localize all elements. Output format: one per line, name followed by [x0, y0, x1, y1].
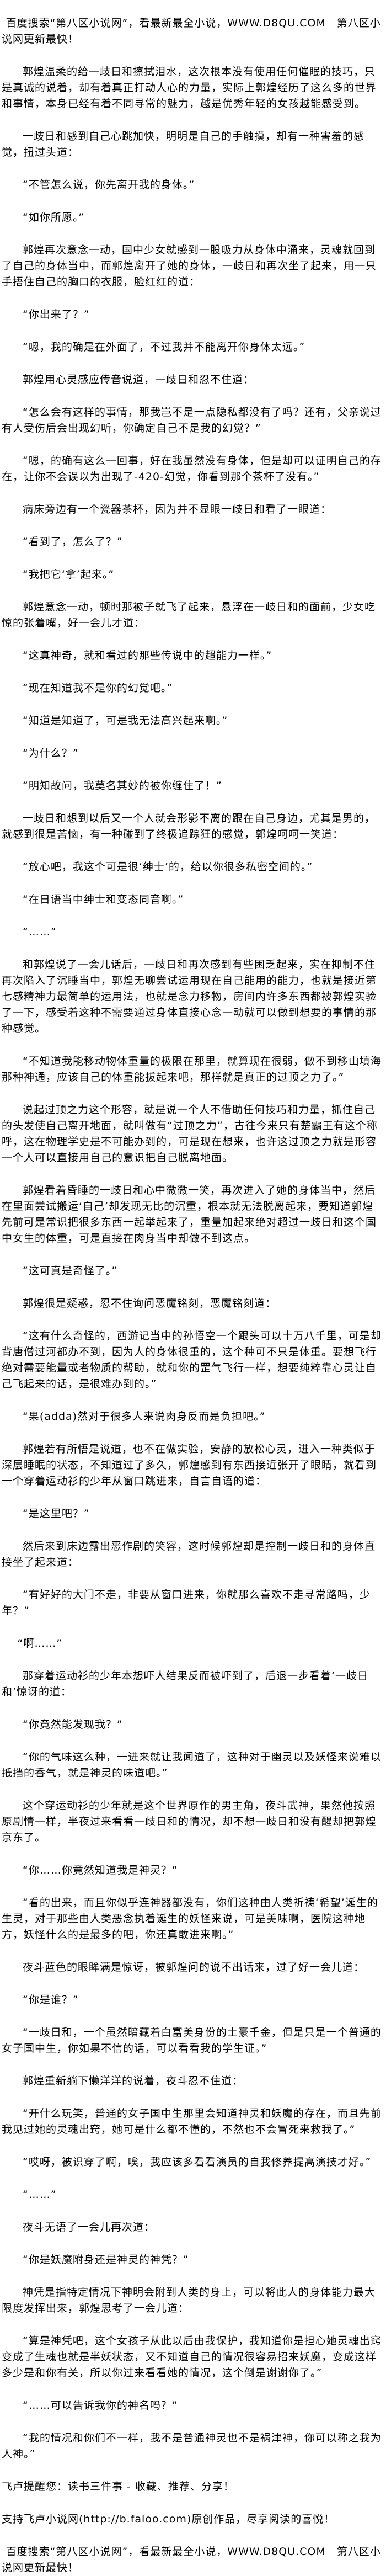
site-banner-top: 百度搜索“第八区小说网”，看最新最全小说，WWW.D8QU.COM 第八区小说网… — [2, 17, 381, 45]
story-paragraph: “你出来了？” — [23, 308, 90, 321]
story-paragraph: “算是神凭吧，这个女孩子从此以后由我保护，我知道你是担心她灵魂出窍变成了生魂也就… — [2, 2335, 382, 2379]
story-paragraph: “哎呀，被识穿了啊，唉，我应该多看看演员的自我修养提高演技才好。” — [23, 2156, 372, 2168]
story-paragraph: “嗯，的确有这么一回事，好在我虽然没有身体，但是却可以证明自己的存在，让你不会误… — [2, 455, 382, 483]
story-paragraph: 夜斗无语了一会儿再次道： — [23, 2221, 156, 2233]
site-banner-bottom: 百度搜索“第八区小说网”，看最新最全小说，WWW.D8QU.COM 第八区小说网… — [2, 2546, 381, 2574]
story-paragraph: “开什么玩笑，普通的女子国中生那里会知道神灵和妖魔的存在，而且先前我见过她的灵魂… — [2, 2107, 382, 2136]
story-paragraph: 这个穿运动衫的少年就是这个世界原作的男主角，夜斗武神，果然他按照原剧情一样，半夜… — [2, 1800, 377, 1844]
story-paragraph: 病床旁边有一个瓷器茶杯，因为并不显眼一歧日和看了一眼道： — [23, 503, 332, 515]
story-paragraph: “……可以告诉我你的神名吗？” — [23, 2399, 178, 2412]
story-paragraph: “看的出来，而且你似乎连神器都没有，你们这种由人类祈祷‘希望’诞生的生灵，对于那… — [2, 1897, 378, 1941]
story-paragraph: “放心吧，我这个可是很‘绅士’的，给以你很多私密空间的。” — [23, 861, 313, 873]
story-paragraph: “为什么？” — [23, 747, 79, 759]
story-paragraph: “啊……” — [17, 1637, 63, 1649]
story-paragraph: 郭煌温柔的给一歧日和擦拭泪水，这次根本没有使用任何催眠的技巧，只是真诚的说着，却… — [2, 66, 377, 110]
story-paragraph: “我的情况和你们不一样，我不是普通神灵也不是祸津神，你可以称之我为人神。” — [2, 2432, 382, 2460]
story-paragraph: 然后来到床边露出恶作剧的笑容，这时候郭煌却是控制一歧日和的身体直接坐了起来道： — [2, 1540, 376, 1568]
story-paragraph: “……” — [23, 926, 57, 938]
story-paragraph: “果(adda)然对于很多人来说肉身反而是负担吧。” — [23, 1411, 266, 1423]
story-paragraph: “你……你竟然知道我是神灵？” — [23, 1864, 178, 1876]
chapter-body: 郭煌温柔的给一歧日和擦拭泪水，这次根本没有使用任何催眠的技巧，只是真诚的说着，却… — [2, 64, 382, 2462]
story-paragraph: 神凭是指特定情况下神明会附到人类的身上，可以将此人的身体能力最大限度发挥出来，郭… — [2, 2286, 376, 2314]
story-paragraph: “嗯，我的确是在外面了，不过我并不能离开你身体太远。” — [23, 341, 305, 353]
story-paragraph: “这真神奇，就和看过的那些传说中的超能力一样。” — [23, 650, 272, 662]
story-paragraph: “是这里吧？” — [23, 1508, 90, 1520]
footer-reminder: 飞卢提醒您：读书三件事 - 收藏、推荐、分享！ — [2, 2481, 234, 2493]
story-paragraph: “怎么会有这样的事情，那我岂不是一点隐私都没有了吗？还有，父亲说过有人受伤后会出… — [2, 406, 382, 434]
story-paragraph: 郭煌用心灵感应传音说道，一歧日和忍不住道： — [23, 374, 255, 386]
story-paragraph: “你竟然能发现我？” — [23, 1718, 123, 1731]
story-paragraph: “明知故问，我莫名其妙的被你缠住了！” — [23, 780, 222, 792]
story-paragraph: “你是妖魔附身还是神灵的神凭？” — [23, 2254, 189, 2266]
story-paragraph: “我把它‘拿’起来。” — [23, 568, 115, 581]
story-paragraph: “……” — [23, 2189, 57, 2201]
story-paragraph: 和郭煌说了一会儿话后，一歧日和再次感到有些困乏起来，实在抑制不住再次陷入了沉睡当… — [2, 959, 377, 1035]
story-paragraph: “看到了，怎么了？” — [23, 536, 123, 548]
story-paragraph: 郭煌很是疑惑，忍不住询问恶魔铭刻，恶魔铭刻道： — [23, 1297, 277, 1310]
story-paragraph: “你的气味这么种，一进来就让我闻道了，这种对于幽灵以及妖怪来说难以抵挡的香气，就… — [2, 1751, 382, 1779]
story-paragraph: 郭煌再次意念一动，国中少女就感到一股吸力从身体中涌来，灵魂就回到了自己的身体当中… — [2, 244, 377, 288]
story-paragraph: 郭煌意念一动，顿时那被子就飞了起来，悬浮在一歧日和的面前，少女吃惊的张着嘴，好一… — [2, 601, 376, 629]
footer-support-link[interactable]: 支持飞卢小说网(http://b.faloo.com)原创作品，尽享阅读的喜悦！ — [2, 2513, 335, 2525]
story-paragraph: “如你所愿。” — [23, 211, 85, 223]
story-paragraph: “现在知道我不是你的幻觉吧。” — [23, 682, 173, 694]
story-paragraph: 郭煌看着昏睡的一歧日和心中微微一笑，再次进入了她的身体当中，然后在里面尝试搬运‘… — [2, 1184, 377, 1244]
story-paragraph: 郭煌若有所悟是说道，也不在做实验，安静的放松心灵，进入一种类似于深层睡眠的状态，… — [2, 1443, 377, 1487]
story-paragraph: “你是谁？” — [23, 1994, 79, 2006]
story-paragraph: “知道是知道了，可是我无法高兴起来啊。” — [23, 715, 228, 727]
story-paragraph: 郭煌重新躺下懒洋洋的说着，夜斗忍不住道： — [23, 2075, 244, 2087]
story-paragraph: 说起过顶之力这个形容，就是说一个人不借助任何技巧和力量，抓住自己的头发使自己离开… — [2, 1104, 378, 1164]
story-paragraph: “不知道我能移动物体重量的极限在那里，就算现在很弱，做不到移山填海那种神通，应该… — [2, 1055, 382, 1083]
story-paragraph: 夜斗蓝色的眼眸满是惊讶，被郭煌问的说不出话来，过了好一会儿道： — [23, 1961, 365, 1973]
story-paragraph: “不管怎么说，你先离开我的身体。” — [23, 179, 195, 191]
story-paragraph: “这有什么奇怪的，西游记当中的孙悟空一个跟头可以十万八千里，可是却背唐僧过河都办… — [2, 1330, 382, 1390]
story-paragraph: 一歧日和想到以后又一个人就会形影不离的跟在自己身边，尤其是男的，就感到很是苦恼，… — [2, 812, 376, 840]
story-paragraph: “有好好的大门不走，非要从窗口进来，你就那么喜欢不走寻常路吗，少年？” — [2, 1589, 371, 1617]
story-paragraph: 一歧日和感到自己心跳加快，明明是自己的手触摸，却有一种害羞的感觉，扭过头道： — [2, 130, 365, 158]
story-paragraph: “一歧日和，一个虽然暗藏着白富美身份的土豪千金，但是只是一个普通的女子国中生，你… — [2, 2026, 382, 2055]
story-paragraph: “在日语当中绅士和变态同音啊。” — [23, 893, 184, 906]
story-paragraph: “这可真是奇怪了。” — [23, 1265, 118, 1277]
story-paragraph: 那穿着运动衫的少年本想吓人结果反而被吓到了，后退一步看着‘一歧日和’惊讶的道： — [2, 1670, 369, 1698]
